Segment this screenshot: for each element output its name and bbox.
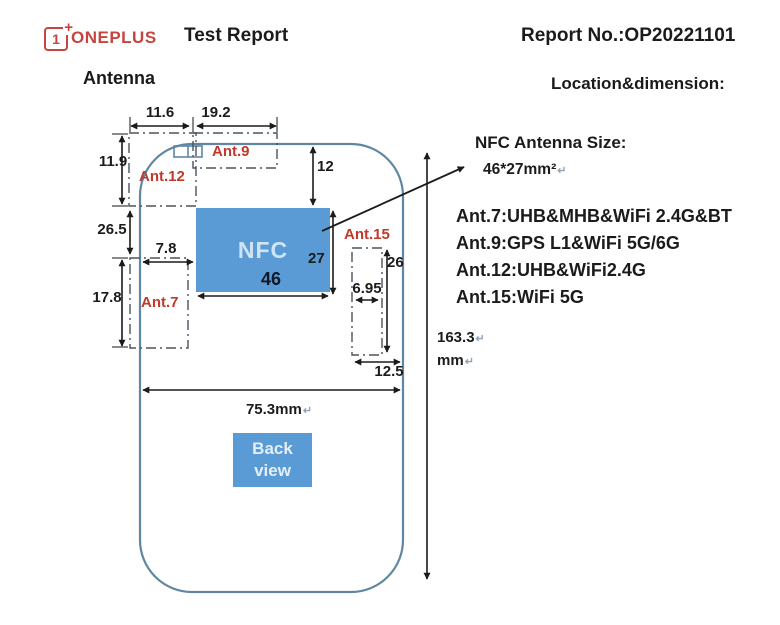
paragraph-mark: ↵ [464,356,474,368]
extension-lines [112,117,278,348]
ant7-label: Ant.7 [141,294,179,311]
back-view-box [233,433,312,487]
back-view-line1: Back [252,438,293,458]
phone-height-value: 163.3↵ [437,329,485,346]
dimension-arrows [118,122,431,580]
nfc-size-text: 46*27mm² [483,161,557,178]
paragraph-mark: ↵ [557,165,567,177]
camera-module-icon [173,145,203,158]
legend-item-ant15: Ant.15:WiFi 5G [456,287,584,307]
ant7-zone [129,257,189,349]
dim-nfc-height: 27 [308,250,325,267]
nfc-size-title: NFC Antenna Size: [475,133,627,152]
logo-plus: + [63,19,73,36]
legend-item-ant9: Ant.9:GPS L1&WiFi 5G/6G [456,233,680,253]
phone-width-text: 75.3mm [245,401,302,418]
back-view-label: Back view [233,433,312,487]
report-number: Report No.:OP20221101 [521,25,736,46]
antenna-zones [128,132,383,356]
ant12-label: Ant.12 [139,168,185,185]
back-view-line2: view [254,461,291,480]
dim-ant15-right-gap: 12.5 [374,363,404,380]
dim-left-mid-height: 26.5 [97,221,127,238]
dim-top-right-width: 19.2 [201,104,231,121]
section-subtitle: Location&dimension: [551,74,725,93]
ant12-zone [128,132,197,207]
ant15-zone [351,247,383,356]
ant9-label: Ant.9 [212,143,250,160]
dim-top-left-width: 11.6 [145,104,175,121]
phone-height-text: 163.3 [437,329,475,346]
dim-ant15-width: 6.95 [352,280,382,297]
phone-width-label: 75.3mm↵ [235,401,323,418]
dim-left-bottom-height: 17.8 [92,289,122,306]
nfc-callout-arrow [321,166,465,232]
legend-item-ant7: Ant.7:UHB&MHB&WiFi 2.4G&BT [456,206,732,226]
dim-nfc-width: 46 [261,269,282,289]
dim-nfc-left-gap: 7.8 [155,240,177,257]
legend-item-ant12: Ant.12:UHB&WiFi2.4G [456,260,646,280]
dim-left-top-height: 11.9 [98,153,128,170]
logo-digit: 1 [52,31,60,47]
document-title: Test Report [184,25,289,46]
brand-name: ONEPLUS [71,28,157,47]
antenna-legend: Ant.7:UHB&MHB&WiFi 2.4G&BT Ant.9:GPS L1&… [456,203,732,311]
section-title: Antenna [83,68,155,88]
paragraph-mark: ↵ [302,405,313,417]
nfc-area [196,208,330,292]
phone-outline [138,142,405,594]
phone-height-unit: mm↵ [437,352,474,369]
dim-ant15-height: 26 [387,254,404,271]
ant15-label: Ant.15 [344,226,390,243]
ant9-zone [192,132,278,169]
nfc-size-value: 46*27mm²↵ [483,161,566,179]
phone-height-unit-text: mm [437,352,464,369]
dim-nfc-top-gap: 12 [317,158,334,175]
oneplus-logo-icon: 1 + [44,20,73,51]
paragraph-mark: ↵ [475,333,485,345]
nfc-area-label: NFC [237,237,289,263]
